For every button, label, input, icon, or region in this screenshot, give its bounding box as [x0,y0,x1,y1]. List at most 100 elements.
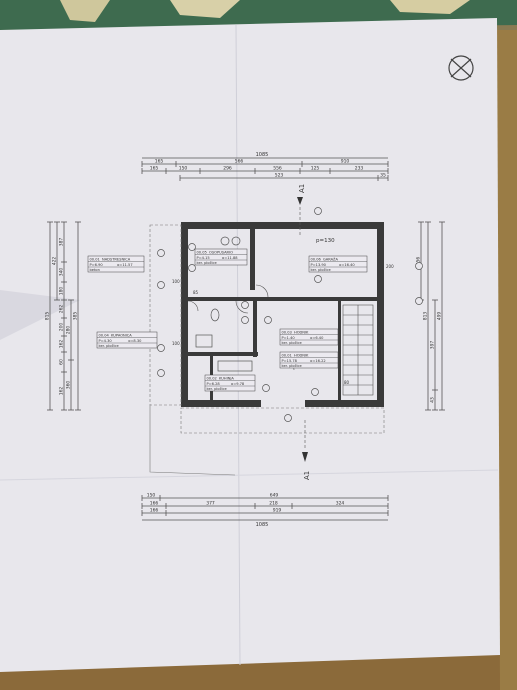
table-cloth-pattern [60,0,110,22]
paper-fold [0,469,499,481]
site-outline [149,405,236,476]
dimension-left: 340 [59,268,65,277]
dimension-left: 60 [59,359,65,365]
room-label-box [204,374,256,392]
installation-symbols [157,207,423,422]
section-marker-bottom: A1 [302,420,311,480]
dimension-top-row3: 165 [150,166,159,172]
room-code: 00.01 [282,353,292,357]
dimension-left: 422 [52,257,58,266]
room-area: P=6.28 [207,382,221,386]
paper-shadow [0,290,80,340]
wall-label: 100 [172,341,180,346]
dimension-left: 162 [59,387,65,396]
wall-label: 85 [193,290,199,295]
room-area: P=4.15 [197,256,210,260]
dimension-left: 815 [45,312,51,321]
north-arrow-icon [448,55,474,81]
room-area: P=4.30 [99,339,113,343]
room-name: GARAŽA [323,256,339,261]
staircase [342,304,374,396]
section-label-bottom: A1 [303,471,311,480]
room-area: P=13.90 [311,263,327,267]
room-name: HODNIK [294,353,309,357]
dimension-right: 813 [423,312,429,321]
room-label-box [96,331,158,349]
dimension-top-row2: 165 [155,159,164,165]
dimension-right: 256 [416,257,422,266]
wall-label: 80 [344,380,350,385]
dimension-right: 499 [437,312,443,321]
room-perimeter: o=16.40 [339,263,355,267]
room-name: KUHINJA [219,376,234,380]
room-name: HODNIK [294,330,309,334]
wall-labels: 100 100 80 200 85 [172,264,394,385]
room-perimeter: o=11.88 [222,256,238,260]
dimension-left: 385 [73,312,79,321]
dimension-right: 43 [430,397,436,403]
dimension-bottom-row2: 324 [336,501,345,507]
room-label-box [308,255,368,273]
dimension-top-row3: 150 [179,166,188,172]
dimension-bottom-row3: 919 [273,508,282,514]
room-label-box [194,248,248,266]
dimension-bottom-row3: 166 [150,508,159,514]
dimension-bottom-row1: 649 [270,493,279,499]
room-floor: beton [90,268,100,272]
dimension-left: 387 [59,238,65,247]
dimension-top-row4: 35 [380,173,386,179]
wall-label: 200 [386,264,394,269]
dimension-left: 360 [66,381,72,390]
wall-label: 100 [172,279,180,284]
dimension-top-row2: 566 [235,159,244,165]
room-floor: ker. pločice [197,261,218,265]
room-code: 00.06 [311,257,322,261]
dimension-top-row3: 233 [355,166,364,172]
room-label-box [279,328,339,346]
room-perimeter: o=9.78 [231,382,245,386]
dimension-top-row2: 910 [341,159,350,165]
room-floor: ker. pločice [99,344,120,348]
dimension-left: 280 [66,326,72,335]
room-area: P=6.90 [90,263,104,267]
dimension-top-row3: 125 [311,166,320,172]
room-code: 00.02 [207,376,217,380]
room-code: 00.04 [99,333,110,337]
bathroom-fixtures [195,236,253,372]
dimension-overall-top: 1085 [256,152,269,158]
dimension-bottom-row2: 166 [150,501,159,507]
room-code: 00.03 [282,330,292,334]
room-perimeter: o=8.30 [128,339,142,343]
room-name: KUPAONICA [111,333,132,337]
dimension-top-row3: 556 [273,166,282,172]
room-floor: ker. pločice [282,341,303,345]
dimension-bottom-row2: 218 [269,501,278,507]
terrace-outline [149,224,385,434]
room-perimeter: o=11.57 [117,263,132,267]
paper-fold [235,24,241,666]
dimension-left: 180 [59,287,65,296]
table-cloth-pattern [170,0,240,18]
building-walls [181,222,384,407]
section-marker-top: A1 [297,184,306,235]
dimension-left: 262 [59,305,65,314]
paper-sheet [0,18,500,672]
room-label-box [87,255,145,273]
room-name: NADSTRESNICA [102,257,131,261]
room-area: P=1.40 [282,336,296,340]
dimension-top-row3: 296 [223,166,232,172]
dimension-overall-bottom: 1085 [256,522,269,528]
room-label-box [279,351,339,369]
section-label-top: A1 [298,184,306,193]
dimension-bottom-row1: 150 [147,493,156,499]
